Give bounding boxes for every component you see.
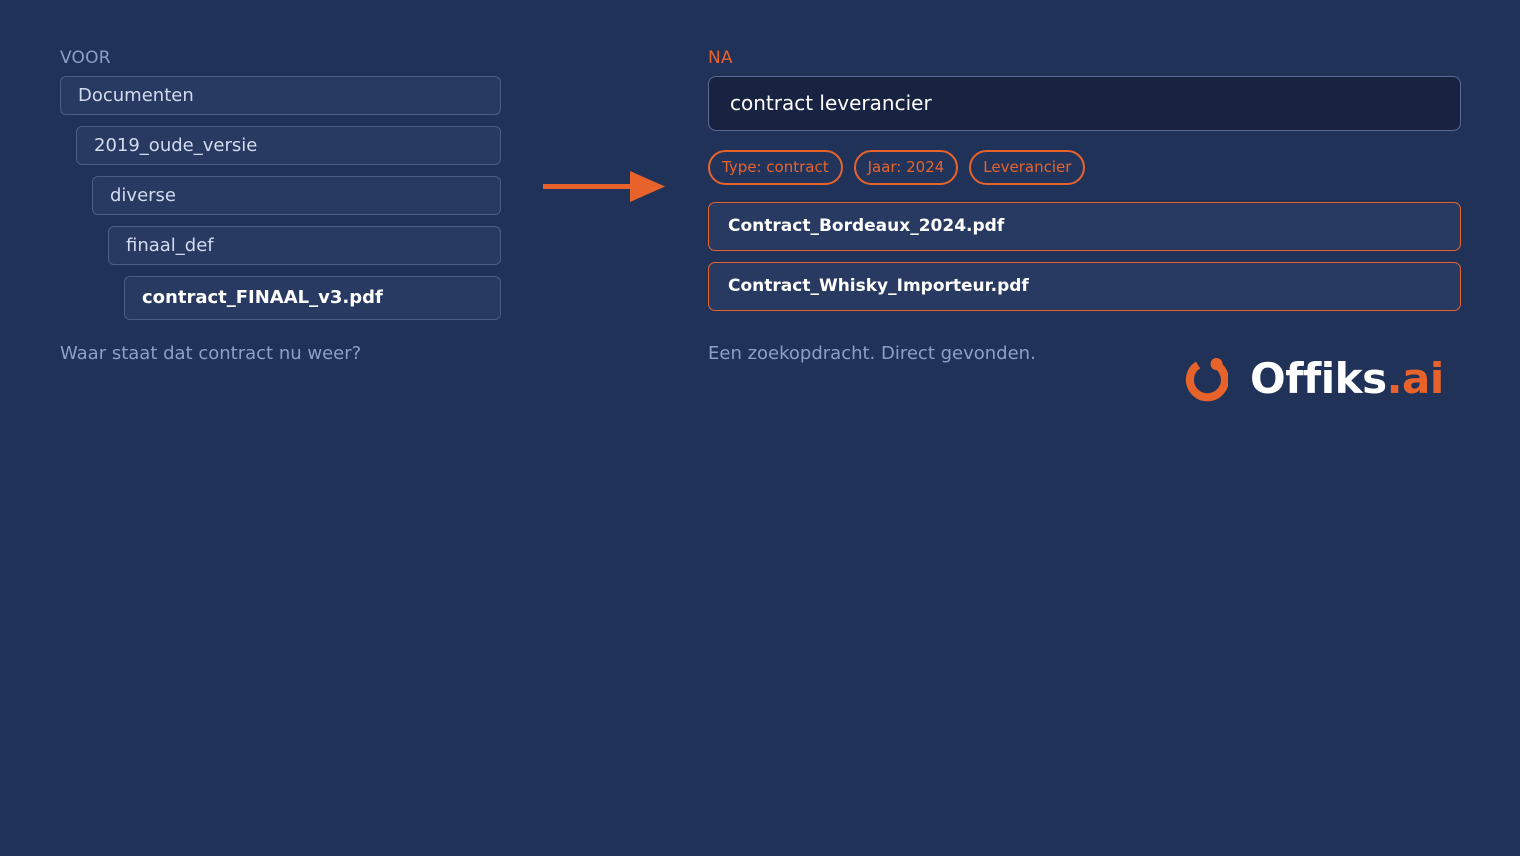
before-caption: Waar staat dat contract nu weer? bbox=[60, 343, 362, 364]
after-label: NA bbox=[708, 48, 733, 68]
filter-chip-leverancier[interactable]: Leverancier bbox=[969, 150, 1086, 185]
folder-item-documenten[interactable]: Documenten bbox=[60, 76, 501, 115]
filter-chip-jaar[interactable]: Jaar: 2024 bbox=[853, 150, 959, 185]
filter-chips: Type: contract Jaar: 2024 Leverancier bbox=[708, 150, 1086, 185]
right-arrow-icon bbox=[543, 171, 665, 202]
result-item-whisky[interactable]: Contract_Whisky_Importeur.pdf bbox=[708, 262, 1461, 311]
logo-text-main: Offiks bbox=[1250, 354, 1387, 403]
before-label: VOOR bbox=[60, 48, 111, 68]
folder-item-2019-oude-versie[interactable]: 2019_oude_versie bbox=[76, 126, 501, 165]
folder-item-diverse[interactable]: diverse bbox=[92, 176, 501, 215]
result-item-bordeaux[interactable]: Contract_Bordeaux_2024.pdf bbox=[708, 202, 1461, 251]
search-input[interactable]: contract leverancier bbox=[708, 76, 1461, 131]
filter-chip-type[interactable]: Type: contract bbox=[708, 150, 843, 185]
file-item-contract-finaal[interactable]: contract_FINAAL_v3.pdf bbox=[124, 276, 501, 320]
after-caption: Een zoekopdracht. Direct gevonden. bbox=[708, 343, 1036, 364]
logo-text-accent: .ai bbox=[1386, 354, 1445, 403]
folder-tree: Documenten 2019_oude_versie diverse fina… bbox=[60, 76, 501, 376]
logo-wordmark: Offiks.ai bbox=[1250, 356, 1444, 402]
power-ring-icon bbox=[1185, 358, 1228, 402]
before-panel: VOOR Documenten 2019_oude_versie diverse… bbox=[60, 46, 501, 364]
after-panel: NA contract leverancier Type: contract J… bbox=[708, 46, 1461, 364]
brand-logo: Offiks.ai bbox=[1184, 356, 1444, 402]
folder-item-finaal-def[interactable]: finaal_def bbox=[108, 226, 501, 265]
